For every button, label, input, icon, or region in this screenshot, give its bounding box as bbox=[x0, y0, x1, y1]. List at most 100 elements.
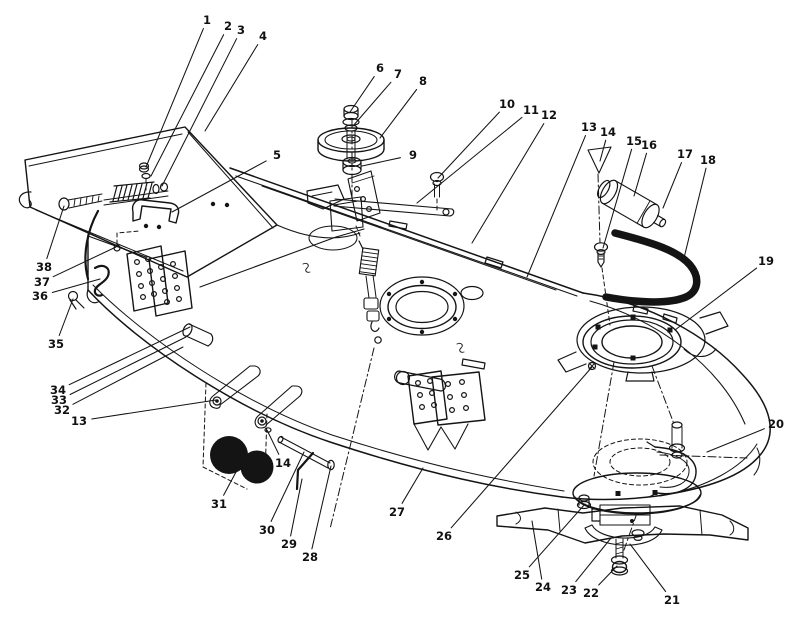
right-baffle-plates bbox=[407, 370, 486, 451]
spindle-assembly bbox=[572, 361, 748, 551]
carriage-bolt-15 bbox=[593, 242, 611, 326]
leader-line-24 bbox=[531, 520, 543, 580]
callout-label-33: 33 bbox=[51, 393, 67, 407]
leader-line-7 bbox=[352, 81, 392, 127]
mower-blade bbox=[496, 505, 749, 544]
leader-line-14 bbox=[599, 139, 607, 162]
release-cable bbox=[84, 209, 100, 281]
baffle-holes bbox=[134, 256, 183, 306]
roller-group bbox=[182, 323, 335, 491]
leader-lines bbox=[46, 28, 765, 593]
leader-line-12 bbox=[471, 123, 545, 244]
callout-label-19: 19 bbox=[758, 254, 774, 268]
leader-line-34 bbox=[68, 326, 191, 386]
callout-label-36: 36 bbox=[32, 289, 48, 303]
leader-line-1 bbox=[145, 28, 204, 168]
adjuster-rod bbox=[277, 435, 335, 471]
leader-line-29 bbox=[290, 478, 303, 537]
left-spindle-opening bbox=[308, 225, 358, 251]
hairpin-cotter bbox=[67, 290, 85, 310]
leader-line-23 bbox=[575, 537, 612, 583]
callout-label-37: 37 bbox=[34, 275, 50, 289]
cover-panel bbox=[18, 126, 278, 278]
callout-label-9: 9 bbox=[409, 148, 417, 162]
rib-slot bbox=[484, 256, 504, 269]
callout-label-12: 12 bbox=[541, 108, 557, 122]
roller-shaft bbox=[182, 323, 214, 347]
curved-hose bbox=[602, 229, 701, 306]
spindle-housing bbox=[572, 472, 702, 515]
leader-line-32 bbox=[72, 346, 184, 405]
callout-label-25: 25 bbox=[514, 568, 530, 582]
callout-label-31: 31 bbox=[211, 497, 227, 511]
spring-anchor-flag bbox=[587, 146, 612, 244]
carriage-bolt bbox=[429, 171, 445, 212]
rod-end-washer bbox=[327, 459, 335, 471]
leader-line-17 bbox=[662, 162, 683, 209]
rod-nut bbox=[159, 182, 169, 192]
leader-line-19 bbox=[674, 267, 758, 331]
leader-line-30 bbox=[270, 451, 305, 522]
callout-label-10: 10 bbox=[499, 97, 515, 111]
leader-line-27 bbox=[401, 467, 424, 504]
callout-label-32: 32 bbox=[54, 403, 70, 417]
idler-hinge-plate bbox=[347, 170, 381, 222]
leader-line-15 bbox=[602, 148, 633, 249]
deck-body bbox=[86, 167, 771, 501]
saddle-washer bbox=[584, 524, 663, 546]
deck-front-lip bbox=[87, 289, 563, 498]
leader-line-14 bbox=[266, 429, 280, 455]
callout-label-38: 38 bbox=[36, 260, 52, 274]
ring-fastener bbox=[587, 361, 597, 371]
idler-arm-group bbox=[329, 119, 455, 232]
leader-line-13 bbox=[526, 135, 587, 278]
release-cable-group bbox=[67, 209, 140, 310]
roller-bracket-a bbox=[209, 365, 261, 409]
idler-pivot-block bbox=[329, 196, 364, 232]
callout-label-14: 14 bbox=[600, 125, 616, 139]
callout-label-26: 26 bbox=[436, 529, 452, 543]
spindle-shaft bbox=[668, 421, 686, 459]
latch-spring bbox=[109, 181, 155, 203]
callout-label-16: 16 bbox=[641, 138, 657, 152]
latch-nut-and-washer bbox=[138, 162, 151, 191]
anti-scalp-roller bbox=[240, 450, 274, 484]
callout-label-14: 14 bbox=[275, 456, 291, 470]
hex-wrench bbox=[295, 451, 315, 491]
callout-label-2: 2 bbox=[224, 19, 232, 33]
pulley-washer bbox=[342, 156, 362, 176]
leader-line-4 bbox=[204, 44, 259, 132]
blade-adapter bbox=[591, 504, 651, 526]
callout-label-24: 24 bbox=[535, 580, 551, 594]
idler-pulley bbox=[317, 127, 385, 162]
leader-line-36 bbox=[51, 278, 101, 294]
deck-back-edge bbox=[229, 167, 584, 294]
callout-label-11: 11 bbox=[523, 103, 539, 117]
baffle-flap bbox=[413, 423, 469, 451]
leader-line-22 bbox=[598, 565, 618, 586]
leader-line-37 bbox=[52, 246, 117, 278]
deck-dome bbox=[561, 292, 771, 501]
spindle-nut bbox=[576, 494, 592, 510]
callout-label-17: 17 bbox=[677, 147, 693, 161]
leader-line-6 bbox=[349, 76, 375, 113]
latch-bolt bbox=[58, 193, 103, 211]
leader-line-5 bbox=[171, 160, 267, 213]
callout-label-21: 21 bbox=[664, 593, 680, 607]
blade-washer bbox=[631, 529, 645, 537]
callout-label-8: 8 bbox=[419, 74, 427, 88]
callout-label-18: 18 bbox=[700, 153, 716, 167]
spindle-opening-ring bbox=[557, 305, 729, 382]
leader-line-16 bbox=[633, 152, 648, 197]
leader-line-20 bbox=[706, 428, 765, 453]
callout-label-27: 27 bbox=[389, 505, 405, 519]
callout-label-30: 30 bbox=[259, 523, 275, 537]
callout-label-15: 15 bbox=[626, 134, 642, 148]
belt-guide bbox=[646, 441, 697, 498]
pulley-spacer bbox=[342, 117, 360, 132]
deck-cutouts bbox=[388, 220, 486, 392]
idler-pulley-assembly bbox=[317, 104, 385, 176]
